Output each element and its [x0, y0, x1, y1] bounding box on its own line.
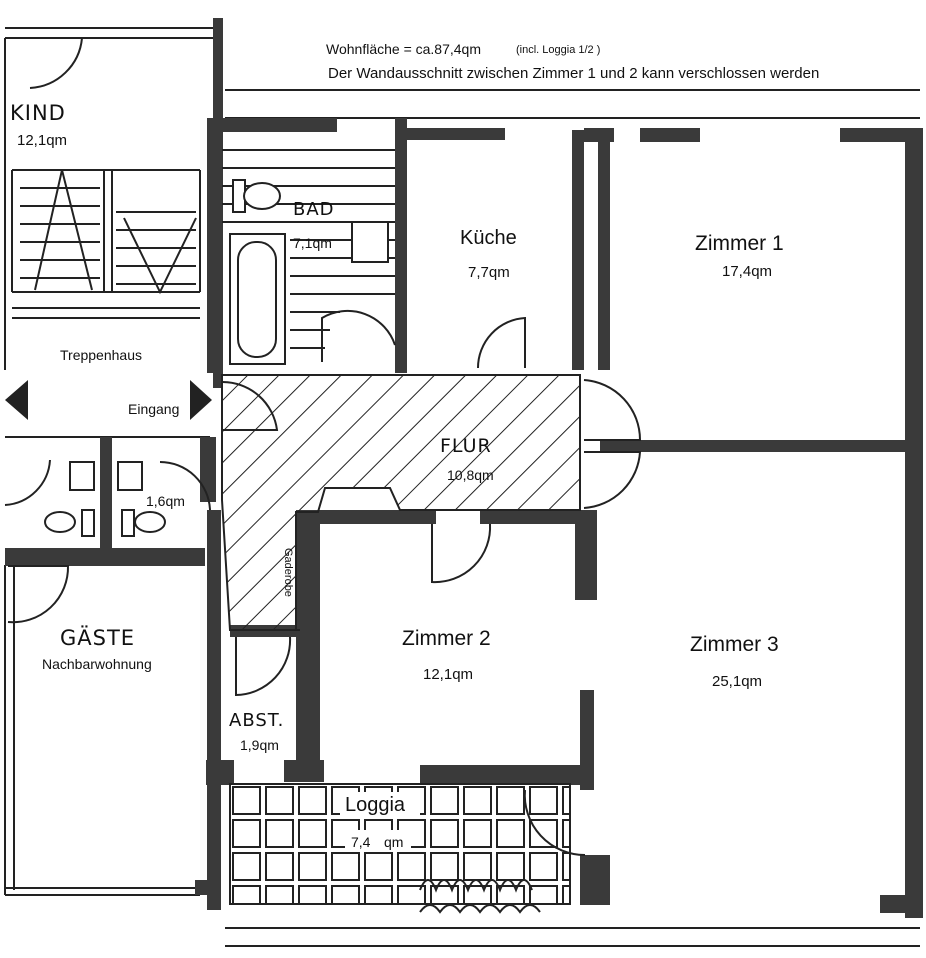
zimmer1-area: 17,4qm — [722, 263, 772, 280]
treppenhaus-label: Treppenhaus — [60, 347, 142, 363]
wc-door — [159, 460, 211, 511]
loggia-area: 7,4 — [351, 834, 371, 850]
wc-area: 1,6qm — [146, 493, 185, 509]
kueche-door — [476, 316, 526, 369]
stairs — [11, 169, 201, 295]
zimmer1-label: Zimmer 1 — [695, 232, 784, 255]
abst-area: 1,9qm — [240, 737, 279, 753]
wall-note: Der Wandausschnitt zwischen Zimmer 1 und… — [328, 65, 819, 82]
zimmer3-area: 25,1qm — [712, 673, 762, 690]
kueche-label: Küche — [460, 227, 517, 249]
kind-label: KIND — [10, 101, 66, 125]
bad-label: BAD — [293, 199, 335, 220]
loggia-label: Loggia — [345, 794, 406, 816]
entrance-door — [221, 380, 279, 431]
flur-label: FLUR — [440, 435, 492, 457]
loggia-door — [523, 789, 586, 857]
bad-door — [321, 309, 396, 362]
zimmer3-label: Zimmer 3 — [690, 633, 779, 656]
kueche-area: 7,7qm — [468, 264, 510, 281]
area-note: (incl. Loggia 1/2 ) — [516, 44, 600, 56]
zimmer2-area: 12,1qm — [423, 666, 473, 683]
wc-fixtures — [44, 461, 166, 537]
gaderobe-label: Gaderobe — [282, 548, 294, 597]
eingang-label: Eingang — [128, 401, 179, 417]
gaeste-door — [7, 565, 70, 624]
bad-area: 7,1qm — [293, 235, 332, 251]
kind-area: 12,1qm — [17, 132, 67, 149]
plants-sketch — [419, 879, 541, 914]
zimmer1-door — [583, 379, 642, 441]
kind-door — [29, 37, 84, 89]
flur-area: 10,8qm — [447, 467, 494, 483]
stair-arrows — [5, 380, 212, 420]
gaeste-label: GÄSTE — [60, 625, 135, 650]
loggia-unit: qm — [384, 834, 403, 850]
zimmer2-door — [431, 523, 492, 584]
area-summary: Wohnfläche = ca.87,4qm — [326, 41, 481, 57]
zimmer3-door — [583, 451, 642, 509]
flur-hatch — [221, 374, 581, 631]
bad-fixtures — [222, 149, 395, 365]
abst-door — [235, 636, 292, 697]
abst-label: ABST. — [229, 710, 284, 731]
walls — [5, 18, 923, 918]
gaeste-sub: Nachbarwohnung — [42, 656, 152, 672]
zimmer2-label: Zimmer 2 — [402, 627, 491, 650]
